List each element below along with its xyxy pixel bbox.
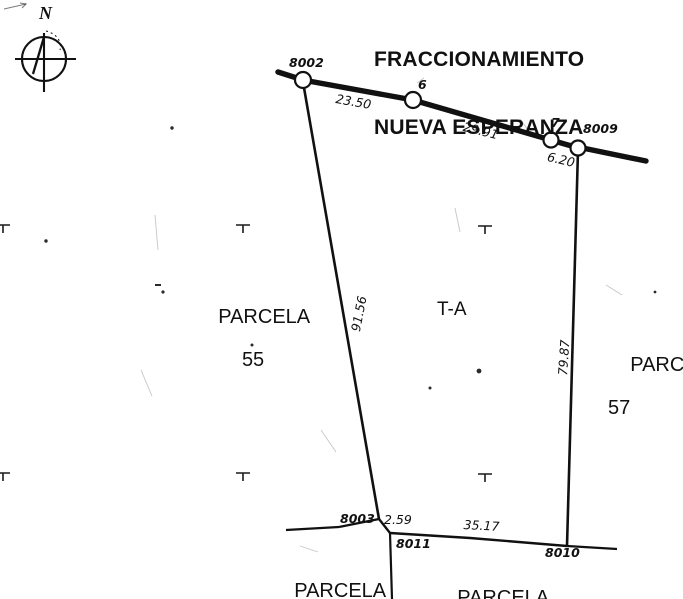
west-boundary-line: [301, 81, 381, 520]
distance-label-79-87: 79.87: [555, 339, 573, 376]
grid-tick-icon: [478, 225, 492, 234]
parcel-label-59: PARCELA 59: [272, 559, 386, 599]
parcel-55-name: PARCELA: [218, 305, 311, 328]
vertex-marker-7[interactable]: [542, 131, 560, 149]
grid-tick-icon: [236, 472, 250, 481]
parcel-55-number: 55: [241, 348, 265, 371]
parcel-57-number: 57: [608, 396, 631, 419]
subject-plot-label: T-A: [437, 299, 467, 320]
grid-tick-icon: [236, 224, 250, 233]
plan-title-line1: FRACCIONAMIENTO: [374, 48, 585, 72]
neighbor-boundary-west-of-8003: [338, 517, 380, 529]
north-arrow-compass-icon: [3, 2, 76, 92]
parcel-57-name: PARCEL: [630, 353, 683, 376]
distance-label-35-17: 35.17: [463, 517, 500, 534]
parcel-label-57: PARCEL 57: [608, 333, 683, 463]
east-boundary-line: [565, 149, 580, 547]
vertex-label-8002: 8002: [289, 55, 324, 70]
south-boundary-segment-35-17: [389, 531, 568, 548]
neighbor-divider-59-60: [388, 532, 394, 599]
scan-artifacts: [140, 77, 623, 553]
vertex-markers: [293, 70, 587, 157]
vertex-label-8011: 8011: [396, 536, 431, 551]
vertex-marker-8009[interactable]: [569, 139, 587, 157]
vertex-marker-8002[interactable]: [293, 70, 313, 90]
vertex-label-8009: 8009: [583, 121, 618, 136]
vertex-label-6: 6: [418, 77, 427, 92]
grid-tick-marks: [0, 224, 492, 482]
vertex-label-8010: 8010: [545, 545, 580, 560]
vertex-label-8003: 8003: [340, 511, 375, 526]
parcel-60-name: PARCELA: [457, 586, 550, 599]
south-boundary-segment-2-59: [378, 518, 391, 534]
distance-label-2-59: 2.59: [384, 512, 412, 527]
vertex-label-7: 7: [551, 115, 560, 130]
plan-title: FRACCIONAMIENTO NUEVA ESPERANZA: [374, 4, 584, 185]
parcel-label-60: PARCELA 60: [435, 566, 549, 599]
north-label: N: [39, 3, 52, 23]
parcel-label-55: PARCELA 55: [196, 285, 310, 415]
grid-tick-icon: [478, 473, 492, 482]
grid-tick-icon: [0, 472, 10, 481]
parcel-59-name: PARCELA: [294, 579, 387, 599]
vertex-marker-6[interactable]: [403, 90, 423, 110]
plan-title-line2: NUEVA ESPERANZA: [374, 116, 584, 140]
neighbor-boundary-far-west: [285, 525, 340, 532]
neighbor-boundary-east-of-8010: [566, 544, 618, 551]
scan-speckles: [44, 126, 657, 390]
grid-tick-icon: [0, 224, 10, 233]
